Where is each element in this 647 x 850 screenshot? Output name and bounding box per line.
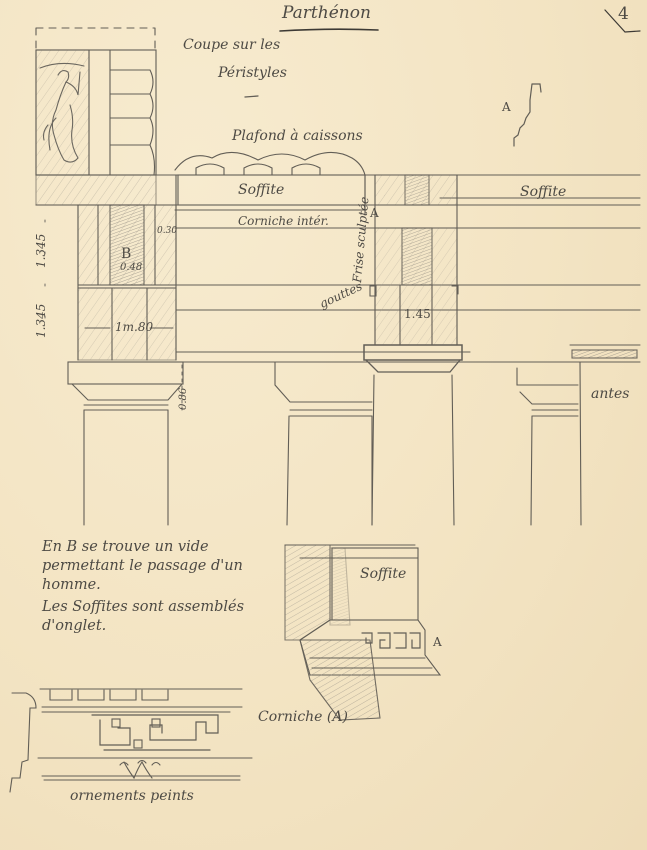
marker-a-profile: A — [502, 100, 511, 114]
note-void-b: En B se trouve un vide permettant le pas… — [42, 539, 243, 593]
marker-a-main: A — [370, 206, 379, 220]
label-soffite-left: Soffite — [238, 182, 285, 198]
page-number-mark — [604, 9, 641, 33]
detail-marker-a: A — [433, 635, 442, 649]
label-antes: antes — [591, 386, 630, 402]
dim-architrave-width: 1m.80 — [115, 320, 154, 334]
dim-vertical-1: 1.345 — [34, 233, 48, 268]
subtitle-line-2: Péristyles — [218, 65, 287, 81]
page-number: 4 — [618, 4, 629, 24]
sheet-title: Parthénon — [282, 3, 371, 23]
detail-label-soffite: Soffite — [360, 566, 407, 582]
caption-corniche-a: Corniche (A) — [258, 709, 348, 725]
ornament-detail — [9, 688, 253, 793]
subtitle-line-1: Coupe sur les — [183, 37, 281, 53]
dim-vertical-2: 1.345 — [34, 303, 48, 338]
note-soffites-assembly: Les Soffites sont assemblés d'onglet. — [42, 599, 245, 634]
perspective-cornice-detail — [284, 544, 442, 721]
dim-architrave-width-right: 1.45 — [404, 307, 431, 321]
label-soffite-right: Soffite — [520, 184, 567, 200]
caption-ornements-peints: ornements peints — [70, 788, 194, 804]
label-corniche-interieure: Corniche intér. — [238, 214, 329, 228]
title-underline — [279, 28, 379, 32]
label-plafond: Plafond à caissons — [232, 128, 363, 144]
dim-cornice-offset: 0.30 — [157, 226, 178, 236]
dim-void-width: 0.48 — [120, 262, 143, 273]
dim-capital-height: 0.86 — [178, 387, 189, 410]
marker-b: B — [121, 246, 132, 262]
